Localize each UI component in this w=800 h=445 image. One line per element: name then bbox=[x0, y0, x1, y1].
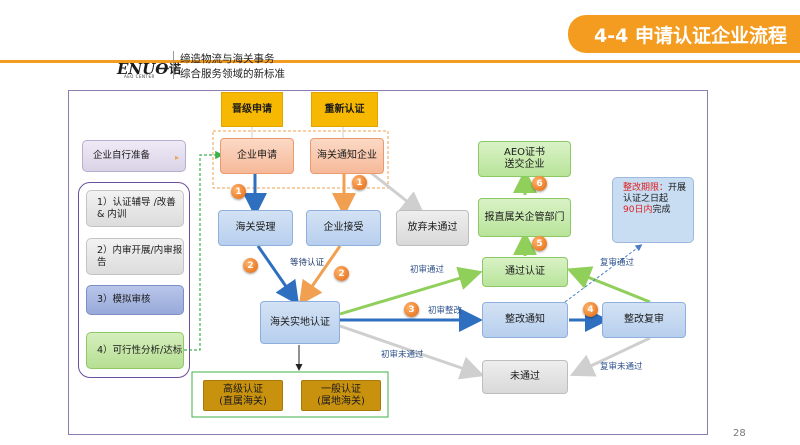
rectify-deadline-note: 整改期限：开展认证之日起 90日内完成 bbox=[612, 177, 694, 243]
tagline-line2: 综合服务领域的新标准 bbox=[180, 68, 285, 80]
high-cert-line1: 高级认证 bbox=[223, 383, 263, 395]
step-1: 1）认证辅导 /改善 & 内训 bbox=[86, 190, 184, 227]
chevron-right-icon: ▸ bbox=[174, 153, 179, 162]
aeo-cert-line2: 送交企业 bbox=[504, 159, 545, 170]
company-logo: ENUO AEO CENTER bbox=[117, 59, 169, 79]
tagline: 缔造物流与海关事务 综合服务领域的新标准 bbox=[180, 52, 285, 82]
general-cert: 一般认证(属地海关) bbox=[301, 380, 381, 411]
step-badge: 2 bbox=[243, 258, 258, 273]
step-badge: 1 bbox=[231, 184, 246, 199]
label-initial-pass: 初审通过 bbox=[410, 265, 445, 275]
step-3: 3）模拟审核 bbox=[86, 285, 184, 315]
page-title: 4-4 申请认证企业流程 bbox=[568, 15, 800, 53]
aeo-cert: AEO证书送交企业 bbox=[478, 141, 571, 177]
note-red-2: 90日内 bbox=[623, 205, 653, 215]
step-4: 4）可行性分析/达标 bbox=[86, 332, 184, 369]
dashed-connector bbox=[184, 150, 224, 351]
upgrade-apply: 晋级申请 bbox=[221, 92, 283, 127]
apply-group-outline bbox=[212, 130, 389, 189]
high-cert-line2: (直属海关) bbox=[219, 395, 267, 407]
step-badge: 2 bbox=[334, 266, 349, 281]
label-recheck-pass: 复审通过 bbox=[600, 258, 635, 268]
label-recheck-fail: 复审未通过 bbox=[600, 362, 643, 372]
header-divider bbox=[0, 60, 800, 63]
give-up: 放弃未通过 bbox=[396, 210, 469, 246]
note-black-1: 开展认证之日起 bbox=[623, 183, 687, 204]
note-red-1: 整改期限： bbox=[623, 183, 669, 193]
customs-notice: 海关通知企业 bbox=[310, 138, 384, 174]
logo-chinese: 一诺 bbox=[157, 62, 182, 76]
high-cert: 高级认证(直属海关) bbox=[203, 380, 283, 411]
rectify-recheck: 整改复审 bbox=[602, 302, 686, 338]
cert-level-outline bbox=[191, 371, 389, 418]
pass-cert: 通过认证 bbox=[482, 257, 568, 287]
step-2: 2）内审开展/内审报告 bbox=[86, 238, 184, 275]
note-black-2: 完成 bbox=[652, 205, 671, 215]
label-initial-fail: 初审未通过 bbox=[381, 350, 424, 360]
general-cert-line2: (属地海关) bbox=[317, 395, 365, 407]
label-initial-rectify: 初审整改 bbox=[428, 306, 463, 316]
step-badge: 5 bbox=[532, 236, 547, 251]
page-number: 28 bbox=[733, 428, 746, 439]
logo-divider bbox=[173, 51, 174, 79]
onsite-cert: 海关实地认证 bbox=[260, 301, 340, 344]
aeo-cert-line1: AEO证书 bbox=[503, 147, 546, 158]
general-cert-line1: 一般认证 bbox=[321, 383, 361, 395]
step-badge: 3 bbox=[404, 302, 419, 317]
enterprise-accept: 企业接受 bbox=[306, 210, 381, 246]
step-badge: 1 bbox=[352, 175, 367, 190]
prep-steps-group bbox=[78, 182, 190, 378]
logo-subtext: AEO CENTER bbox=[124, 74, 155, 79]
step-badge: 4 bbox=[583, 302, 598, 317]
tagline-line1: 缔造物流与海关事务 bbox=[180, 53, 275, 65]
prep-box: 企业自行准备 ▸ bbox=[82, 140, 186, 172]
logo-text: ENUO bbox=[117, 60, 169, 78]
customs-accept: 海关受理 bbox=[218, 210, 293, 246]
fail: 未通过 bbox=[482, 360, 568, 394]
enterprise-apply: 企业申请 bbox=[220, 138, 294, 174]
step-badge: 6 bbox=[532, 176, 547, 191]
prep-label: 企业自行准备 bbox=[93, 150, 151, 161]
reapply: 重新认证 bbox=[311, 92, 378, 127]
rectify-notice: 整改通知 bbox=[482, 302, 568, 338]
diagram-frame bbox=[68, 90, 708, 435]
report-dept: 报直属关企管部门 bbox=[478, 198, 571, 237]
label-wait-cert: 等待认证 bbox=[290, 258, 325, 268]
